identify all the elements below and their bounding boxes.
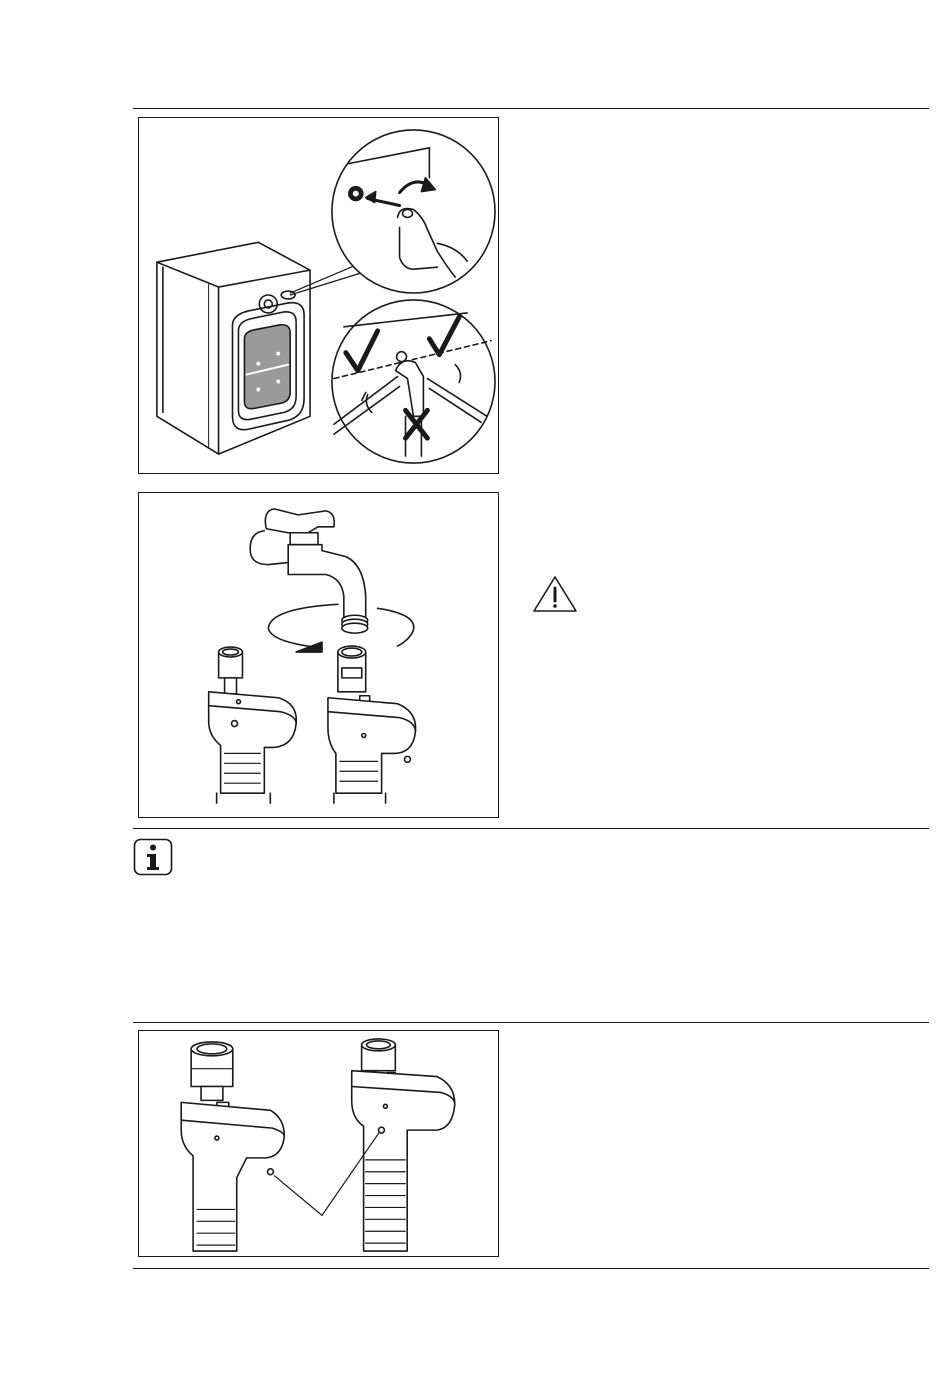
info-rule [133,828,929,829]
figure-tap-hose-connection [138,492,499,818]
figure-hose-indicator [138,1030,499,1257]
tap-hose-connection-icon [139,493,498,817]
washing-machine-hose-connection-icon [139,118,498,473]
info-icon [133,838,173,876]
bottom-rule [133,1268,929,1269]
figure-machine-hose-connection [138,117,499,474]
aquastop-hose-indicator-icon [139,1031,498,1256]
warning-triangle-icon [531,574,579,614]
section-rule [133,1022,929,1023]
top-rule [133,108,929,109]
